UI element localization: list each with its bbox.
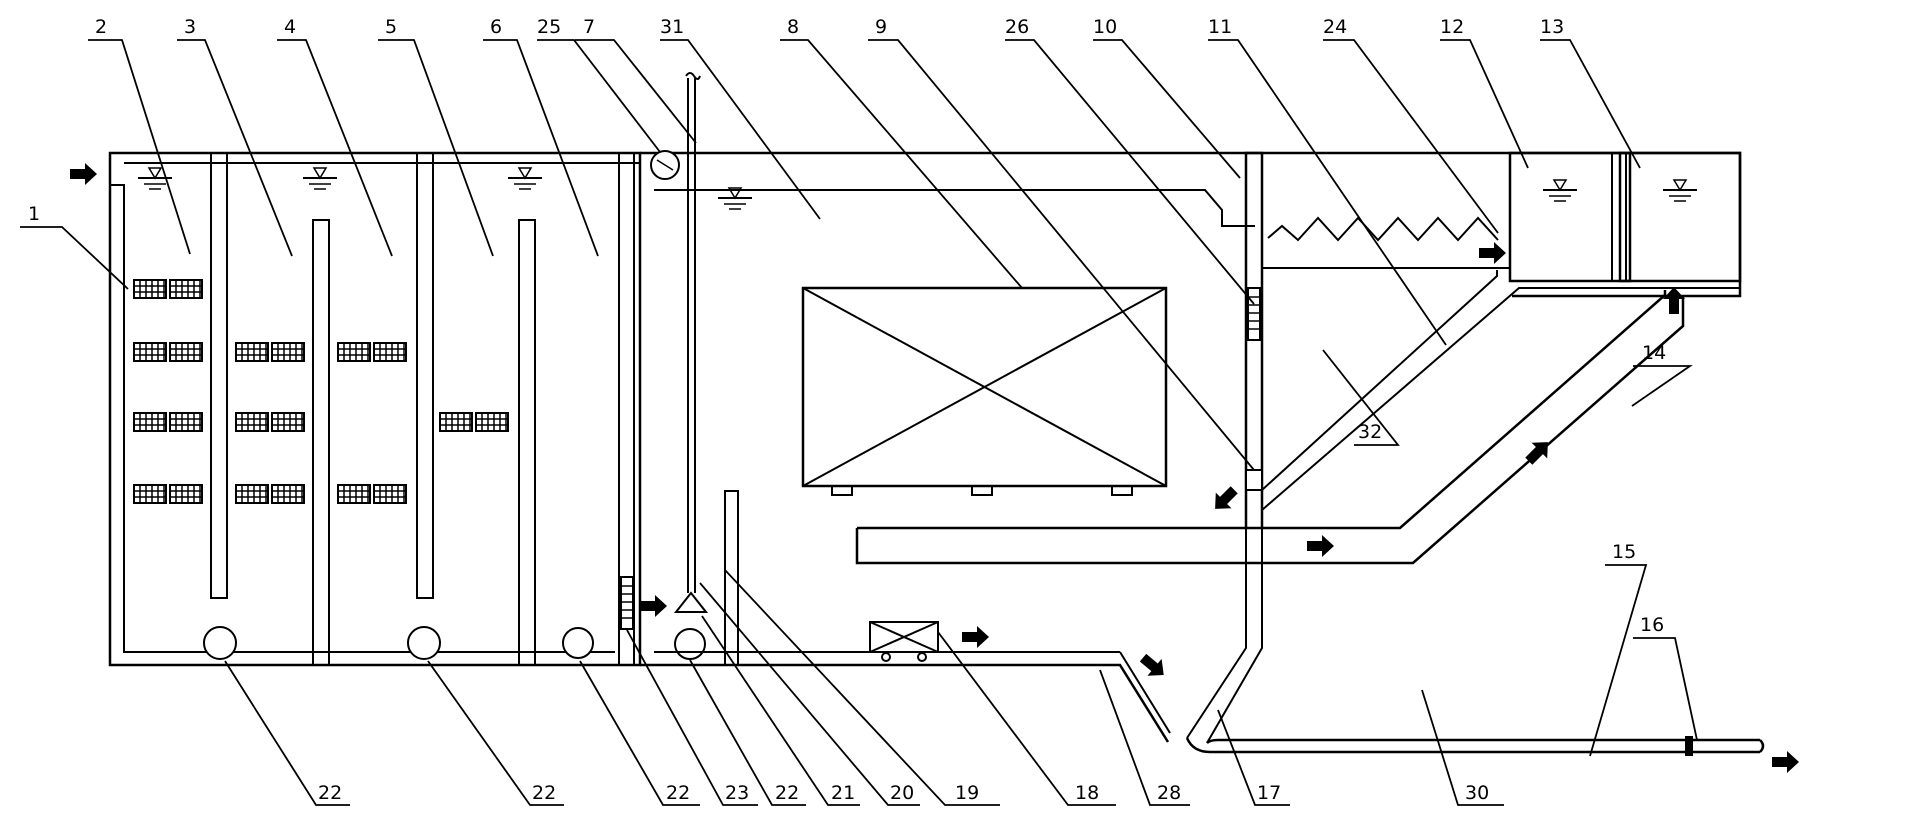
weir-24: [1267, 216, 1499, 242]
label-18: 18: [1075, 782, 1099, 804]
label-25: 25: [537, 16, 561, 38]
label-11: 11: [1208, 16, 1232, 38]
label-6: 6: [490, 16, 502, 38]
device-18: [869, 621, 939, 662]
settling-tank: [855, 151, 1765, 754]
aeration-pipe: [673, 72, 709, 613]
label-15: 15: [1612, 541, 1636, 563]
leader-lines: [20, 39, 1698, 806]
label-28: 28: [1157, 782, 1181, 804]
screen-26: [1247, 287, 1261, 341]
label-23: 23: [725, 782, 749, 804]
label-1: 1: [28, 203, 40, 225]
label-7: 7: [583, 16, 595, 38]
inlet-arrow: [70, 163, 97, 185]
label-31: 31: [660, 16, 684, 38]
label-17: 17: [1257, 782, 1281, 804]
label-9: 9: [875, 16, 887, 38]
label-3: 3: [184, 16, 196, 38]
second-stage-reactor: [640, 151, 1742, 743]
label-32: 32: [1358, 421, 1382, 443]
label-22-d: 22: [775, 782, 799, 804]
part-labels: 1 2 3 4 5 6 25 7 31 8 9 26 10 11 24 12 1…: [28, 16, 1666, 804]
label-5: 5: [385, 16, 397, 38]
label-24: 24: [1323, 16, 1347, 38]
label-20: 20: [890, 782, 914, 804]
first-stage-tank: [108, 151, 642, 667]
aerators: [203, 626, 706, 660]
label-19: 19: [955, 782, 979, 804]
label-30: 30: [1465, 782, 1489, 804]
label-2: 2: [95, 16, 107, 38]
label-13: 13: [1540, 16, 1564, 38]
screen-23: [620, 576, 634, 630]
label-12: 12: [1440, 16, 1464, 38]
label-10: 10: [1093, 16, 1117, 38]
label-26: 26: [1005, 16, 1029, 38]
label-22-c: 22: [666, 782, 690, 804]
filler-media-stage-1: [133, 279, 509, 504]
label-14: 14: [1642, 342, 1666, 364]
label-4: 4: [284, 16, 296, 38]
label-21: 21: [831, 782, 855, 804]
label-8: 8: [787, 16, 799, 38]
label-16: 16: [1640, 614, 1664, 636]
label-22-a: 22: [318, 782, 342, 804]
label-22-b: 22: [532, 782, 556, 804]
valve-16: [1685, 736, 1693, 756]
